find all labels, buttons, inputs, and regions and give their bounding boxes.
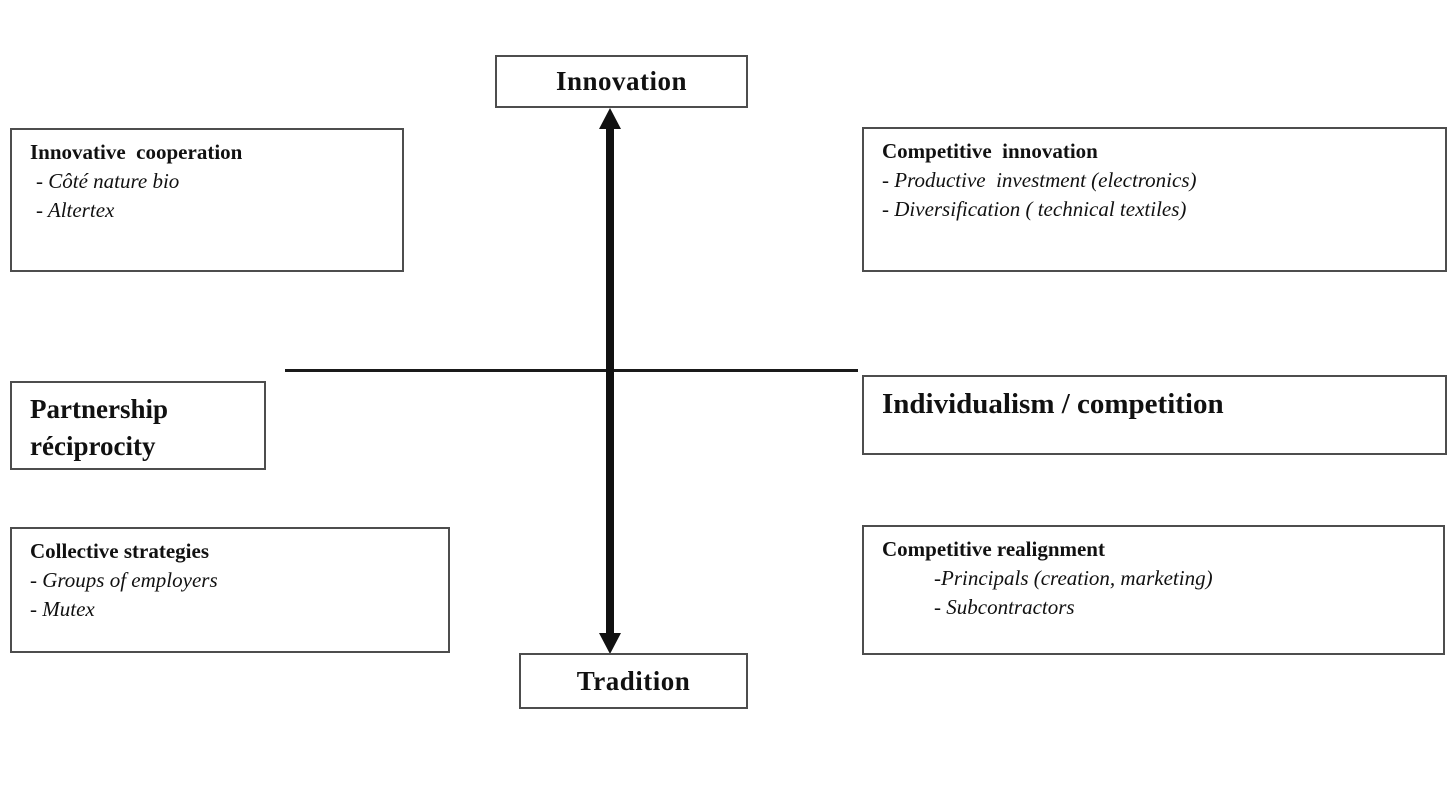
- quadrant-item: - Productive investment (electronics): [882, 168, 1197, 192]
- quadrant-bottom-right: Competitive realignment -Principals (cre…: [862, 525, 1445, 655]
- quadrant-bottom-left: Collective strategies - Groups of employ…: [10, 527, 450, 653]
- quadrant-title: Competitive innovation: [882, 139, 1098, 163]
- axis-label-bottom-text: Tradition: [576, 665, 691, 696]
- horizontal-axis-line: [285, 369, 858, 372]
- quadrant-item: - Mutex: [30, 597, 95, 621]
- quadrant-item: -Principals (creation, marketing): [934, 566, 1213, 590]
- axis-label-left: Partnership réciprocity: [10, 381, 266, 470]
- quadrant-item: - Groups of employers: [30, 568, 218, 592]
- quadrant-title: Collective strategies: [30, 539, 210, 563]
- quadrant-top-left: Innovative cooperation - Côté nature bio…: [10, 128, 404, 272]
- quadrant-top-right: Competitive innovation - Productive inve…: [862, 127, 1447, 272]
- quadrant-item: - Diversification ( technical textiles): [882, 197, 1187, 221]
- quadrant-title: Competitive realignment: [882, 537, 1105, 561]
- quadrant-item: - Côté nature bio: [36, 169, 180, 193]
- axis-label-top-text: Innovation: [555, 66, 688, 96]
- quadrant-item: - Subcontractors: [934, 595, 1075, 619]
- axis-label-top: Innovation: [495, 55, 748, 108]
- axis-label-bottom: Tradition: [519, 653, 748, 709]
- quadrant-title: Innovative cooperation: [30, 140, 243, 164]
- quadrant-item: - Altertex: [36, 198, 115, 222]
- axis-label-right: Individualism / competition: [862, 375, 1447, 455]
- vertical-axis-double-arrow: [599, 108, 621, 654]
